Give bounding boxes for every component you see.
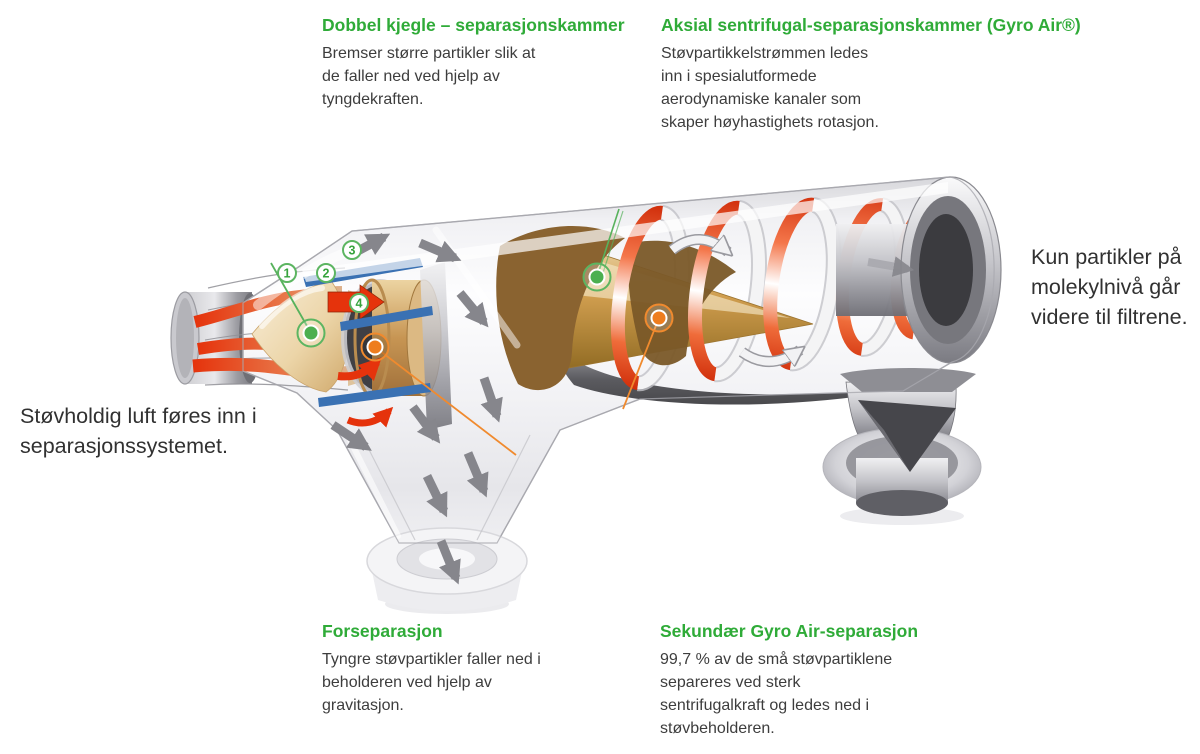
- callout-double-cone: Dobbel kjegle – separasjonskammer Bremse…: [322, 13, 652, 111]
- callout-secondary-separation: Sekundær Gyro Air-separasjon 99,7 % av d…: [660, 619, 1000, 740]
- green-marker-1: [296, 318, 326, 348]
- callout-heading: Sekundær Gyro Air-separasjon: [660, 621, 919, 641]
- callout-axial-chamber: Aksial sentrifugal-separasjonskammer (Gy…: [661, 13, 1101, 134]
- orange-marker-1: [360, 332, 390, 362]
- dust-container: [366, 527, 528, 614]
- badge-3: 3: [342, 240, 362, 260]
- callout-body: 99,7 % av de små støvpartiklene separere…: [660, 651, 893, 737]
- badge-4: 4: [349, 293, 369, 313]
- callout-heading: Forseparasjon: [322, 621, 443, 641]
- svg-text:3: 3: [349, 244, 356, 258]
- svg-text:4: 4: [356, 297, 363, 311]
- leader-green-2: [596, 208, 620, 278]
- note-filters: Kun partikler på molekylnivå går videre …: [1031, 245, 1188, 329]
- point-markers: [296, 262, 674, 362]
- green-marker-2: [582, 262, 612, 292]
- callout-body: Bremser større partikler slik at de fall…: [322, 45, 536, 108]
- callout-preseparation: Forseparasjon Tyngre støvpartikler falle…: [322, 619, 652, 717]
- leader-green-2b: [600, 210, 624, 280]
- badge-2: 2: [316, 263, 336, 283]
- note-inlet: Støvholdig luft føres inn i separasjonss…: [20, 404, 257, 458]
- outlet-elbow: [822, 368, 982, 525]
- gray-flow-arrows: [330, 233, 503, 585]
- orange-marker-2: [644, 303, 674, 333]
- callout-heading: Aksial sentrifugal-separasjonskammer (Gy…: [661, 15, 1081, 35]
- svg-text:2: 2: [323, 267, 330, 281]
- callout-heading: Dobbel kjegle – separasjonskammer: [322, 15, 625, 35]
- outlet-cap: [836, 176, 1002, 364]
- glass-highlights: [242, 176, 995, 544]
- leader-orange-1: [374, 346, 517, 456]
- rotation-arrows: [668, 234, 800, 361]
- callout-body: Støvpartikkelstrømmen ledes inn i spesia…: [661, 45, 879, 131]
- svg-text:1: 1: [284, 267, 291, 281]
- badge-1: 1: [277, 263, 297, 283]
- leader-orange-2: [622, 317, 660, 410]
- number-badges: 1 2 3 4: [277, 240, 369, 313]
- callout-body: Tyngre støvpartikler faller ned i behold…: [322, 651, 541, 714]
